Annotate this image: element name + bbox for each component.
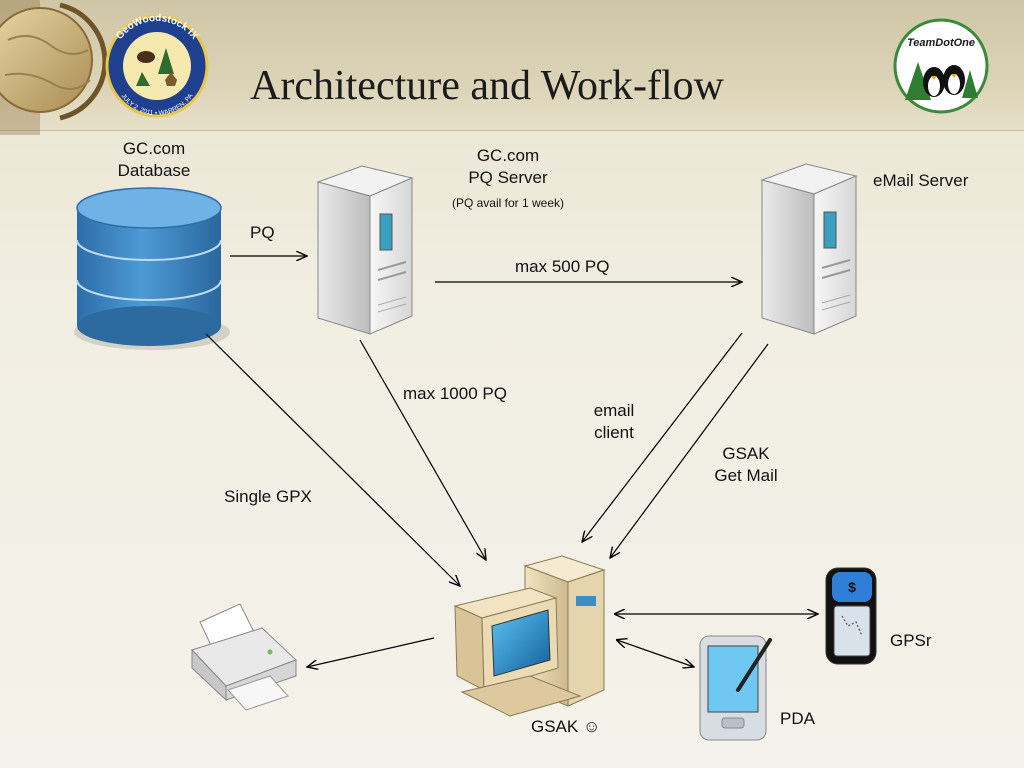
edge-label-gsak-get-mail-line2: Get Mail [714,466,778,485]
arrow-gsak-get-mail [610,343,769,558]
database-label-line1: GC.com [122,139,186,158]
edge-label-max-500-pq: max 500 PQ [515,257,610,276]
gsak-label: GSAK ☺ [531,717,601,736]
arrow-pqserver-to-gsak [359,339,486,560]
arrow-gsak-pda [617,640,694,667]
pq-server-label: GC.com PQ Server [448,145,568,189]
arrow-email-client [582,332,743,542]
gpsr-label: GPSr [890,631,932,650]
pq-server-tower-icon [316,165,414,335]
pq-availability-note: (PQ avail for 1 week) [451,196,565,210]
email-server-label: eMail Server [873,171,969,190]
edge-label-email-client-line2: client [594,423,634,442]
slide-title: Architecture and Work-flow [250,63,724,109]
svg-text:$: $ [848,579,856,595]
arrow-db-to-gsak [205,333,460,586]
teamdotone-logo: TeamDotOne [893,18,989,114]
database-label: GC.com Database [104,138,204,182]
edge-label-gsak-get-mail-line1: GSAK [722,444,770,463]
edge-label-pq: PQ [250,223,275,242]
edge-label-single-gpx: Single GPX [224,487,312,506]
edge-label-gsak-get-mail: GSAK Get Mail [696,443,796,487]
globe-icon [0,0,108,135]
database-label-line2: Database [117,161,191,180]
desktop-computer-icon [453,555,606,717]
pda-stylus-icon [699,635,772,741]
database-cylinder-icon [74,187,230,350]
pq-server-label-line2: PQ Server [468,168,548,187]
email-server-tower-icon [760,163,858,335]
handheld-gps-icon: $ [825,567,877,665]
pq-server-label-line1: GC.com [476,146,540,165]
printer-icon [191,603,297,711]
arrow-gsak-to-printer [307,637,435,667]
edge-label-email-client: email client [574,400,654,444]
edge-label-email-client-line1: email [593,401,635,420]
pda-label: PDA [780,709,815,728]
edge-label-max-1000-pq: max 1000 PQ [403,384,507,403]
geowoodstock-logo: GeoWoodstock IX JULY 2, 2011 • WARREN, P… [105,13,209,118]
svg-text:TeamDotOne: TeamDotOne [907,37,975,49]
